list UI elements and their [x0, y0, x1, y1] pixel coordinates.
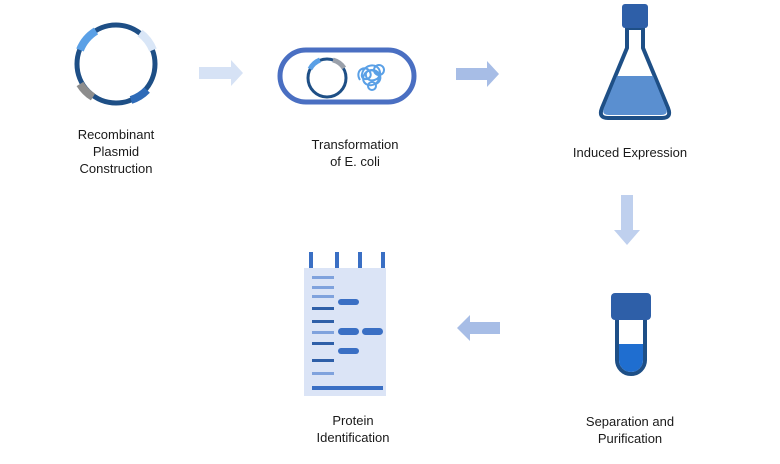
plasmid-label: Recombinant Plasmid Construction: [77, 127, 155, 176]
arrow-down: [614, 195, 640, 245]
expression-label: Induced Expression: [572, 145, 688, 160]
arrow-right-2: [456, 61, 499, 87]
flask-icon: [598, 4, 672, 120]
transformation-label: Transformation of E. coli: [311, 137, 399, 169]
gel-icon: [304, 252, 386, 396]
ecoli-cell-icon: [277, 47, 417, 105]
arrow-right-1: [199, 60, 243, 86]
arrow-left: [457, 315, 500, 341]
identification-label: Protein Identification: [316, 413, 390, 445]
purification-label: Separation and Purification: [585, 414, 675, 446]
plasmid-icon: [74, 22, 158, 106]
tube-icon: [611, 293, 651, 376]
